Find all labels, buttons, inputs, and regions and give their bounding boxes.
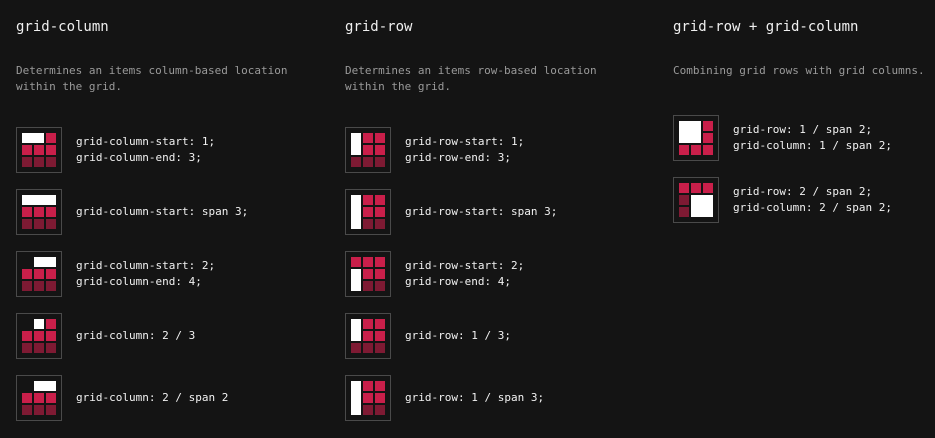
highlight-item [351, 133, 361, 155]
grid-column-1-3-diagram [22, 133, 56, 167]
grid-column-2-4-diagram [22, 257, 56, 291]
grid-diagram [345, 375, 391, 421]
code-line: grid-row-start: span 3; [405, 205, 558, 218]
highlight-item [351, 269, 361, 291]
code-line: grid-column-start: 1; [76, 135, 216, 148]
code-line: grid-row-end: 3; [405, 151, 511, 164]
grid-diagram [16, 375, 62, 421]
highlight-item [34, 381, 56, 391]
code-snippet: grid-row: 1 / 3; [405, 313, 511, 359]
code-line: grid-row: 1 / span 3; [405, 391, 545, 404]
grid-row-1-3-short-diagram [351, 319, 385, 353]
code-line: grid-row: 1 / 3; [405, 329, 511, 342]
section-title: grid-row + grid-column [673, 19, 859, 35]
highlight-item [351, 195, 361, 229]
grid-diagram [16, 127, 62, 173]
code-line: grid-column-start: span 3; [76, 205, 249, 218]
code-snippet: grid-column-start: span 3; [76, 189, 248, 235]
grid-diagram [16, 189, 62, 235]
code-snippet: grid-row: 1 / span 2; grid-column: 1 / s… [733, 115, 892, 161]
code-line: grid-row-end: 4; [405, 275, 511, 288]
section-title: grid-row [345, 19, 413, 35]
code-line: grid-row: 1 / span 2; [733, 123, 873, 136]
code-line: grid-column: 1 / span 2; [733, 139, 892, 152]
code-snippet: grid-row-start: 2; grid-row-end: 4; [405, 251, 524, 297]
highlight-item [34, 319, 44, 329]
grid-diagram [16, 251, 62, 297]
grid-column-span-3-diagram [22, 195, 56, 229]
highlight-item [351, 319, 361, 341]
code-snippet: grid-column-start: 1; grid-column-end: 3… [76, 127, 215, 173]
grid-diagram [345, 127, 391, 173]
grid-row-1-span-3-diagram [351, 381, 385, 415]
code-line: grid-column: 2 / span 2; [733, 201, 892, 214]
code-line: grid-column-end: 3; [76, 151, 202, 164]
highlight-item [679, 121, 701, 143]
code-snippet: grid-row: 2 / span 2; grid-column: 2 / s… [733, 177, 892, 223]
grid-diagram [345, 189, 391, 235]
code-line: grid-row-start: 1; [405, 135, 525, 148]
code-snippet: grid-column: 2 / span 2 [76, 375, 228, 421]
highlight-item [351, 381, 361, 415]
grid-diagram [16, 313, 62, 359]
highlight-item [22, 133, 44, 143]
grid-diagram [345, 251, 391, 297]
section-description: Determines an items column-based locatio… [16, 64, 288, 93]
section-description: Combining grid rows with grid columns. [673, 64, 925, 77]
code-snippet: grid-row-start: 1; grid-row-end: 3; [405, 127, 524, 173]
grid-row-span-3-diagram [351, 195, 385, 229]
code-line: grid-column-start: 2; [76, 259, 216, 272]
grid-diagram [673, 177, 719, 223]
grid-area-bottom-right-diagram [679, 183, 713, 217]
code-line: grid-column: 2 / span 2 [76, 391, 229, 404]
code-snippet: grid-row-start: span 3; [405, 189, 557, 235]
grid-area-top-left-diagram [679, 121, 713, 155]
code-snippet: grid-row: 1 / span 3; [405, 375, 544, 421]
code-line: grid-column: 2 / 3 [76, 329, 196, 342]
code-line: grid-column-end: 4; [76, 275, 202, 288]
grid-diagram [673, 115, 719, 161]
highlight-item [22, 195, 56, 205]
grid-column-2-3-diagram [22, 319, 56, 353]
highlight-item [34, 257, 56, 267]
section-title: grid-column [16, 19, 109, 35]
grid-row-1-3-diagram [351, 133, 385, 167]
grid-diagram [345, 313, 391, 359]
code-line: grid-row-start: 2; [405, 259, 525, 272]
grid-row-2-4-diagram [351, 257, 385, 291]
code-snippet: grid-column-start: 2; grid-column-end: 4… [76, 251, 215, 297]
code-line: grid-row: 2 / span 2; [733, 185, 873, 198]
code-snippet: grid-column: 2 / 3 [76, 313, 195, 359]
grid-column-2-span-2-diagram [22, 381, 56, 415]
highlight-item [691, 195, 713, 217]
section-description: Determines an items row-based location w… [345, 64, 597, 93]
